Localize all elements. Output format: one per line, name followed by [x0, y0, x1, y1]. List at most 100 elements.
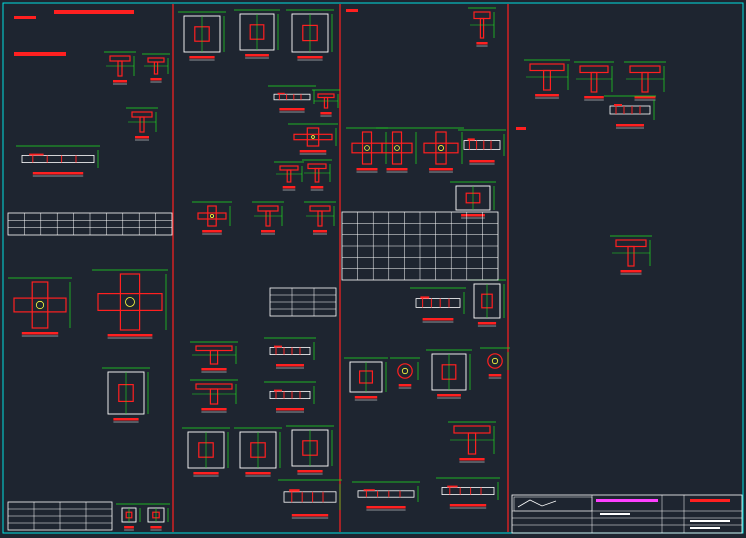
web-plate [139, 116, 145, 133]
plate [289, 489, 300, 492]
detail-label-bar [488, 374, 502, 377]
connection-detail [190, 379, 238, 413]
beam-outline [283, 491, 337, 503]
web-plate [467, 432, 477, 455]
bolt [125, 297, 135, 307]
connection-detail [8, 277, 72, 337]
connection-detail [448, 421, 496, 463]
detail-label-bar [299, 150, 327, 153]
detail-label-bar [245, 54, 269, 57]
connection-detail [390, 357, 420, 389]
title-block-field [600, 513, 630, 515]
detail-label-bar [356, 168, 378, 171]
detail-label-bar [150, 526, 162, 529]
detail-label-bar [276, 364, 304, 367]
beam-outline [21, 154, 95, 163]
detail-label-bar [320, 112, 332, 115]
detail-label-bar [398, 384, 412, 387]
bolt [35, 300, 45, 310]
column-section [31, 281, 49, 329]
detail-label-bar [461, 214, 485, 217]
note-bar [516, 127, 526, 130]
detail-label-bar [279, 108, 305, 111]
detail-label-bar [386, 168, 408, 171]
title-block-field [690, 527, 720, 529]
detail-label-bar [354, 396, 378, 399]
detail-label-bar [245, 472, 271, 475]
plate [277, 92, 285, 95]
connection-detail [410, 287, 466, 323]
beam-outline [415, 298, 461, 308]
title-block [511, 494, 743, 534]
title-block-name-bar [596, 499, 658, 502]
connection-detail [142, 503, 170, 531]
note-bar [14, 16, 36, 19]
note-bar [14, 52, 66, 56]
connection-detail [264, 337, 316, 369]
pipe-section [397, 363, 413, 379]
connection-detail [16, 145, 100, 177]
title-block-frame [511, 494, 743, 534]
detail-label-bar [201, 368, 227, 371]
web-plate [317, 210, 323, 227]
connection-detail [468, 7, 496, 47]
column-section [306, 127, 320, 147]
connection-detail [104, 51, 136, 85]
web-plate [117, 60, 123, 77]
detail-label-bar [297, 56, 323, 59]
detail-label-bar [366, 506, 406, 509]
detail-label-bar [202, 230, 222, 233]
detail-label-bar [477, 322, 497, 325]
connection-detail [304, 201, 336, 235]
connection-detail [286, 9, 334, 61]
connection-detail [178, 11, 226, 61]
pipe-core [401, 367, 409, 375]
connection-detail [574, 61, 614, 101]
title-block-name-bar [690, 499, 730, 502]
connection-detail [312, 89, 340, 117]
connection-detail [234, 9, 280, 59]
beam-section [97, 293, 163, 312]
web-plate [323, 96, 329, 109]
connection-detail [458, 129, 506, 165]
pipe-section [487, 353, 503, 369]
plate [467, 138, 475, 141]
beam-outline [609, 105, 651, 115]
connection-detail [278, 479, 342, 519]
plate [29, 153, 44, 156]
web-plate [542, 69, 551, 91]
detail-label-bar [189, 56, 215, 59]
detail-label-bar [310, 186, 324, 189]
detail-label-bar [297, 470, 323, 473]
legend-table [7, 501, 113, 531]
detail-label-bar [124, 526, 134, 529]
connection-detail [450, 181, 496, 219]
detail-label-bar [422, 318, 454, 321]
plate [274, 345, 282, 348]
plate [420, 296, 430, 299]
detail-label-bar [21, 332, 59, 335]
beam-section [13, 297, 67, 313]
beam-outline [463, 140, 501, 150]
note-bar [54, 10, 134, 14]
connection-detail [436, 477, 500, 509]
beam-section [293, 133, 333, 141]
connection-detail [344, 357, 388, 401]
detail-label-bar [150, 78, 162, 81]
bolt-schedule-table [269, 287, 337, 317]
bolt [364, 145, 370, 151]
connection-detail [252, 201, 284, 235]
connection-detail [102, 367, 150, 423]
connection-detail [116, 503, 142, 531]
connection-detail [480, 347, 510, 379]
beam-section [381, 142, 413, 154]
bolt [438, 145, 444, 151]
detail-label-bar [476, 42, 488, 45]
connection-detail [264, 381, 316, 413]
connection-detail [192, 201, 232, 235]
beam-outline [441, 486, 495, 495]
connection-detail [92, 269, 168, 339]
detail-label-bar [201, 408, 227, 411]
connection-detail [126, 107, 158, 141]
